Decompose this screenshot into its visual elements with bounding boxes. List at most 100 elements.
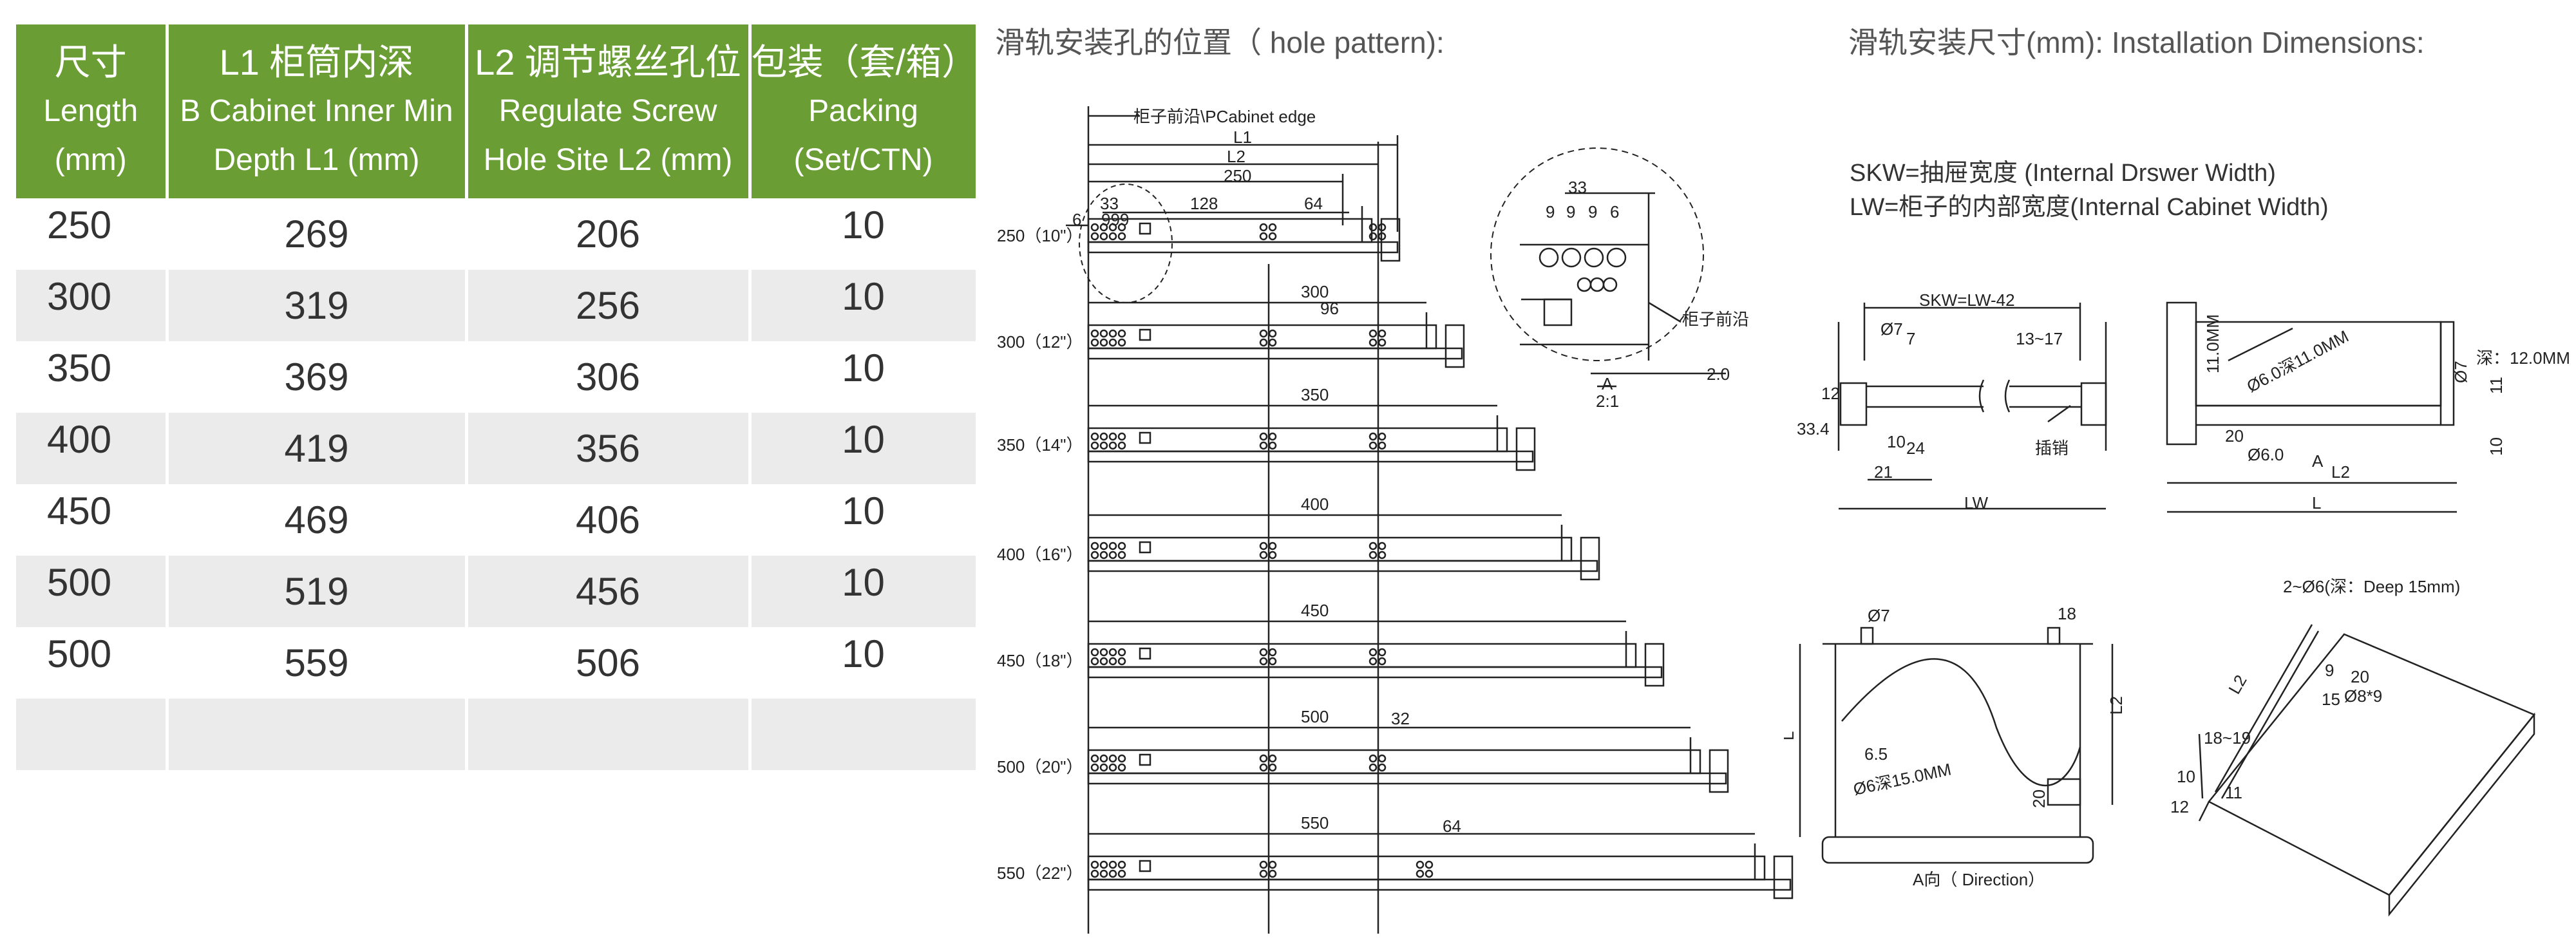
sv-d11: 11.0MM [2203,314,2222,373]
rail-length-label: 300 [1301,282,1329,301]
detail-sp-3: 9 [1588,202,1597,221]
rail-drawing [1087,206,1401,262]
rail-drawing [1087,301,1465,368]
sv-a: A [2312,451,2324,471]
installation-drawing: SKW=LW-42 Ø7 7 13~17 12 33.4 10 24 插销 21… [1784,290,2570,917]
iso-d89: Ø8*9 [2344,686,2382,706]
cell-l2: 306 [466,341,752,413]
rail-size-label: 550（22"） [997,863,1083,883]
cell-l1: 319 [167,270,468,341]
dim-250: 250 [1224,166,1251,185]
rail-size-label: 450（18"） [997,651,1083,670]
a-direction-view [1799,626,2114,864]
cell-l1: 369 [167,341,468,413]
cell-l2: 356 [466,413,752,484]
sv-l2: L2 [2331,462,2350,482]
cell-packing: 10 [842,561,885,604]
dim-6: 6 [1072,210,1081,229]
detail-hole [1561,247,1582,268]
cell-length: 250 [47,203,112,247]
front-view [1837,303,2107,510]
table-row [16,699,979,770]
cell-l1: 559 [167,627,468,699]
dim-32: 32 [1391,709,1410,728]
dim-128: 128 [1190,194,1218,213]
sv-hole: Ø6.0深11.0MM [2244,326,2352,396]
rail-size-label: 500（20"） [997,757,1083,777]
iso-d9: 9 [2325,661,2334,680]
detail-scale: 2:1 [1596,391,1619,411]
fv-d21: 21 [1874,462,1893,482]
iso-view [2198,624,2536,917]
detail-view-a: A [1602,374,1613,393]
detail-hole [1606,247,1627,268]
rail-size-label: 300（12"） [997,332,1083,352]
dim-l2: L2 [1227,147,1245,166]
cell-l2: 506 [466,627,752,699]
fv-d24: 24 [1906,438,1925,458]
rail-size-label: 350（14"） [997,435,1083,455]
header-packing: 包装（套/箱）Packing(Set/CTN) [750,24,979,198]
note-skw: SKW=抽屉宽度 (Internal Drswer Width) [1850,160,2276,187]
fv-pin: 插销 [2035,438,2069,458]
av-l2: L2 [2107,696,2126,715]
av-caption: A向（ Direction） [1913,870,2045,889]
dim-96: 96 [1320,299,1339,318]
iso-d10: 10 [2177,767,2195,786]
cell-l2: 256 [466,270,752,341]
detail-hole [1602,277,1618,292]
sv-d11b: 11 [2486,377,2506,394]
fv-range: 13~17 [2016,329,2063,348]
cell-length: 300 [47,275,112,318]
iso-d15: 15 [2322,690,2340,709]
av-d18: 18 [2058,604,2076,623]
side-view [2166,301,2457,513]
dim-l1: L1 [1233,127,1252,147]
sv-depth: 深：12.0MM [2476,348,2570,368]
av-l: L [1784,731,1797,740]
iso-d11: 11 [2225,783,2242,802]
dim-33: 33 [1100,194,1119,213]
note-lw: LW=柜子的内部宽度(Internal Cabinet Width) [1850,194,2329,221]
iso-l2: L2 [2224,672,2250,697]
dim-64: 64 [1304,194,1323,213]
cell-l1: 269 [167,198,468,270]
rail-drawing [1087,726,1729,793]
fv-d12: 12 [1821,384,1840,403]
sv-l: L [2312,493,2321,513]
rail-drawing [1087,514,1600,581]
detail-2-0: 2.0 [1707,364,1730,384]
iso-d12: 12 [2170,797,2189,816]
rail-length-label: 500 [1301,707,1329,726]
rail-length-label: 350 [1301,385,1329,404]
cell-length: 500 [47,632,112,675]
cell-packing: 10 [842,418,885,461]
cell-l2: 456 [466,556,752,627]
rail-drawing [1087,404,1536,471]
rail-drawing [1087,620,1665,687]
detail-hole [1589,277,1605,292]
sv-d20: 20 [2225,426,2244,446]
detail-hole [1584,247,1604,268]
rail-drawing [1087,833,1794,900]
rail-length-label: 550 [1301,813,1329,833]
cell-packing: 10 [842,489,885,532]
cell-l1: 519 [167,556,468,627]
cabinet-edge-label: 柜子前沿\PCabinet edge [1133,107,1316,126]
detail-hole [1577,277,1592,292]
av-hole: Ø6深15.0MM [1852,759,1953,798]
fv-d7b: 7 [1906,329,1915,348]
iso-d1819: 18~19 [2204,728,2251,748]
hole-pattern-title: 滑轨安装孔的位置（ hole pattern): [995,26,1444,59]
rail-size-label: 400（16"） [997,545,1083,564]
av-d20: 20 [2029,789,2049,808]
hole-pattern-drawing: 柜子前沿\PCabinet edge L1 L2 250 33 6 999 12… [997,106,1794,934]
installation-title: 滑轨安装尺寸(mm): Installation Dimensions: [1848,26,2425,59]
